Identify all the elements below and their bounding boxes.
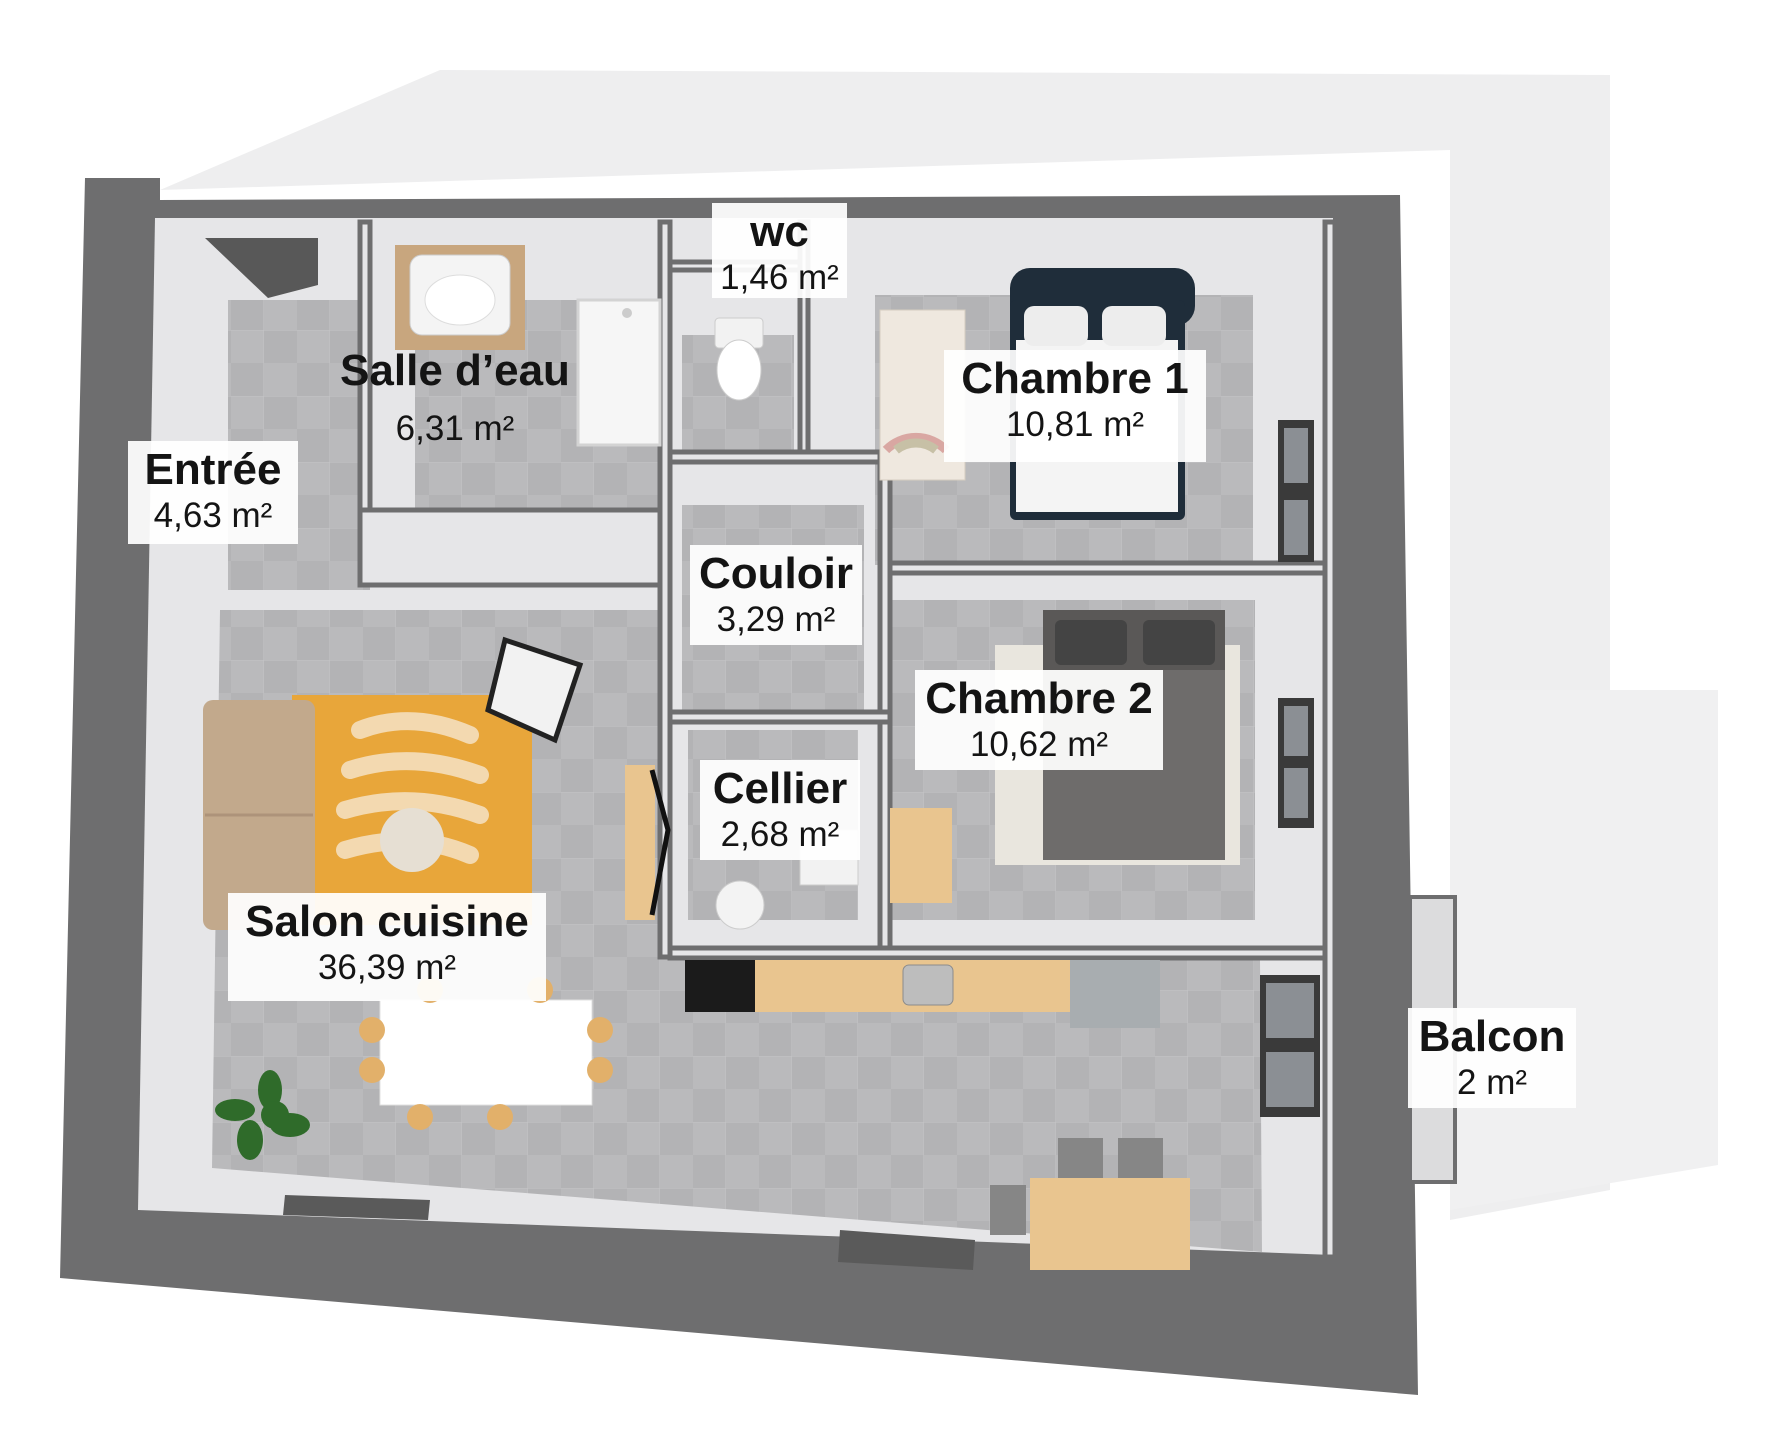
room-area: 2 m² (1457, 1063, 1527, 1102)
room-name: Entrée (144, 445, 282, 494)
background-wall-right (1450, 690, 1718, 1210)
room-label-balcon: Balcon 2 m² (1408, 1008, 1576, 1108)
room-area: 10,81 m² (1005, 405, 1145, 444)
bathroom-fixtures (395, 245, 662, 447)
room-area: 10,62 m² (969, 725, 1109, 764)
room-area: 1,46 m² (720, 258, 839, 297)
room-area: 6,31 m² (395, 409, 515, 448)
kitchen-furniture (685, 960, 1320, 1270)
room-label-salon-cuisine: Salon cuisine 36,39 m² (228, 893, 546, 1001)
room-name: Chambre 1 (961, 354, 1189, 403)
toilet (714, 317, 764, 401)
room-label-wc: wc 1,46 m² (712, 203, 847, 298)
room-name: Salon cuisine (245, 897, 529, 946)
partition-walls (357, 219, 1338, 1260)
room-name: Cellier (712, 764, 848, 813)
room-name: Salle d’eau (340, 346, 570, 395)
room-label-cellier: Cellier 2,68 m² (700, 760, 860, 860)
room-label-chambre-2: Chambre 2 10,62 m² (915, 670, 1163, 770)
room-area: 3,29 m² (716, 600, 836, 639)
room-name: Chambre 2 (925, 674, 1153, 723)
room-label-salle-deau: Salle d’eau 6,31 m² (330, 342, 580, 460)
living-room-furniture (203, 636, 975, 1270)
room-label-couloir: Couloir 3,29 m² (690, 545, 862, 645)
entrance-door (205, 238, 318, 298)
room-label-entree: Entrée 4,63 m² (128, 441, 298, 544)
room-name: Balcon (1418, 1012, 1566, 1061)
room-area: 2,68 m² (720, 815, 840, 854)
room-area: 36,39 m² (317, 948, 457, 987)
room-area: 4,63 m² (153, 496, 273, 535)
room-label-chambre-1: Chambre 1 10,81 m² (944, 350, 1206, 462)
room-name: Couloir (699, 549, 853, 598)
room-name: wc (750, 207, 809, 256)
